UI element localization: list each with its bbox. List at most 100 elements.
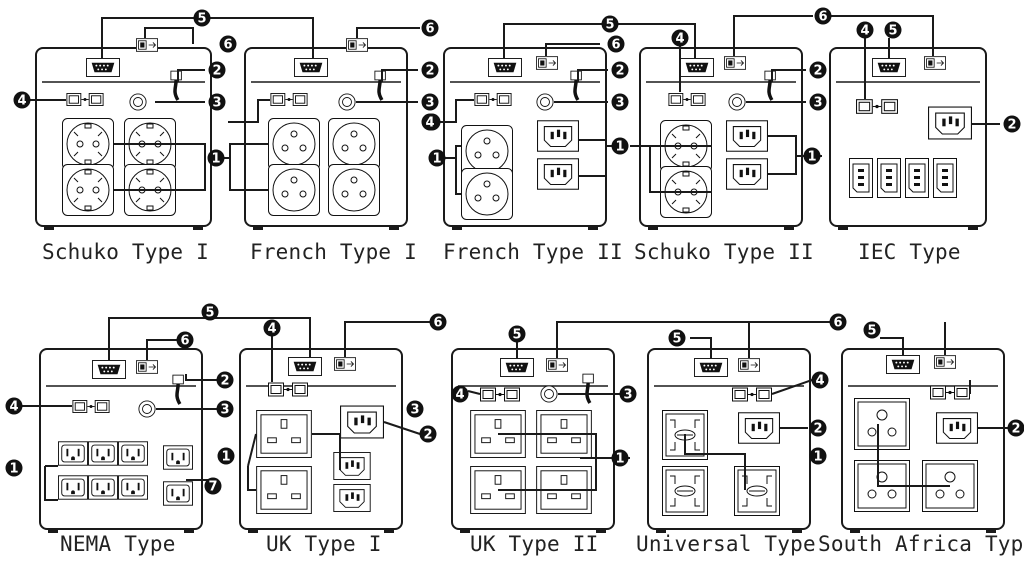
callout-number: 1 [432, 152, 441, 167]
callout-number: 4 [455, 388, 464, 403]
callout-marker-2: 2 [809, 419, 827, 437]
iec-outlet [537, 120, 579, 152]
callout-marker-2: 2 [809, 61, 827, 79]
leader-line [312, 433, 341, 470]
leader-line [684, 434, 746, 490]
leader-line [383, 421, 421, 435]
panel-schuko-type-i [35, 38, 212, 230]
callout-number: 5 [605, 18, 614, 33]
panel-nema-type [39, 348, 203, 533]
callout-marker-1: 1 [803, 147, 821, 165]
iec-outlet [905, 158, 929, 198]
callout-marker-5: 5 [863, 321, 881, 339]
panels-layer [35, 38, 1005, 533]
uk-outlet [256, 466, 312, 514]
callout-number: 5 [867, 324, 876, 339]
iec-input-socket [340, 405, 384, 439]
callout-number: 3 [623, 388, 632, 403]
callout-number: 3 [220, 403, 229, 418]
callout-marker-2: 2 [1007, 419, 1024, 437]
callout-marker-2: 2 [1003, 115, 1021, 133]
callout-number: 5 [672, 332, 681, 347]
callout-marker-6: 6 [429, 313, 447, 331]
callout-marker-2: 2 [421, 61, 439, 79]
callout-marker-5: 5 [201, 303, 219, 321]
callout-marker-7: 7 [204, 477, 222, 495]
leader-line [44, 466, 58, 501]
leader-line [467, 390, 481, 395]
leader-line [247, 466, 256, 491]
callout-number: 5 [205, 306, 214, 321]
callout-number: 2 [425, 64, 434, 79]
leader-line [579, 139, 607, 177]
callout-number: 5 [512, 328, 521, 343]
callout-marker-2: 2 [216, 371, 234, 389]
usb-port-icon [546, 358, 568, 372]
callout-number: 2 [813, 64, 822, 79]
nema-outlet [88, 475, 118, 500]
leader-line [381, 69, 418, 82]
leader-line [177, 69, 205, 82]
callout-number: 4 [425, 116, 434, 131]
callout-number: 2 [615, 64, 624, 79]
serial-port-icon [86, 58, 120, 77]
iec-outlet [726, 120, 768, 152]
serial-port-icon [872, 58, 906, 77]
leader-line [344, 321, 434, 357]
leader-line [577, 69, 608, 82]
callout-number: 4 [860, 24, 869, 39]
leader-line [185, 374, 222, 381]
universal-outlet [734, 466, 780, 516]
callout-number: 6 [611, 38, 620, 53]
french-outlet [328, 164, 380, 216]
south-africa-outlet [854, 398, 910, 450]
usb-port-icon [724, 56, 746, 70]
callout-number: 3 [212, 96, 221, 111]
panel-french-type-i [244, 38, 408, 230]
caption-french2: French Type II [443, 240, 623, 264]
callout-number: 6 [433, 316, 442, 331]
iec-input-socket [928, 106, 972, 140]
uk-outlet [256, 410, 312, 458]
leader-line [877, 424, 950, 487]
universal-outlet [662, 466, 708, 516]
callout-marker-4: 4 [5, 397, 23, 415]
caption-schuko1: Schuko Type I [42, 240, 209, 264]
serial-port-icon [488, 58, 522, 77]
callout-marker-4: 4 [421, 113, 439, 131]
callout-number: 2 [1011, 422, 1020, 437]
panel-iec-type [829, 47, 987, 230]
callout-number: 4 [17, 94, 26, 109]
callout-marker-4: 4 [263, 319, 281, 337]
circuit-breaker-icon [540, 385, 558, 403]
callout-marker-1: 1 [217, 447, 235, 465]
serial-port-icon [886, 355, 920, 374]
iec-outlet [933, 158, 957, 198]
panel-uk-type-ii [451, 348, 615, 533]
callout-marker-3: 3 [208, 93, 226, 111]
callout-marker-5: 5 [508, 325, 526, 343]
iec-outlet [726, 158, 768, 190]
callout-number: 1 [211, 152, 220, 167]
french-outlet [461, 168, 513, 220]
callout-number: 1 [221, 450, 230, 465]
nema-outlet [58, 441, 88, 466]
callout-marker-1: 1 [207, 149, 225, 167]
french-outlet [268, 118, 320, 170]
leader-line [690, 337, 712, 358]
callout-number: 1 [615, 452, 624, 467]
circuit-breaker-icon [536, 93, 554, 111]
callout-number: 4 [815, 374, 824, 389]
callout-marker-3: 3 [421, 93, 439, 111]
leader-line [228, 99, 270, 123]
leader-line [771, 69, 806, 82]
callout-number: 2 [212, 64, 221, 79]
callout-marker-5: 5 [884, 21, 902, 39]
callout-number: 4 [675, 32, 684, 47]
callout-marker-3: 3 [216, 400, 234, 418]
callout-marker-1: 1 [5, 459, 23, 477]
serial-port-icon [288, 357, 322, 376]
callout-marker-4: 4 [451, 385, 469, 403]
callout-number: 4 [9, 400, 18, 415]
callout-marker-2: 2 [419, 425, 437, 443]
